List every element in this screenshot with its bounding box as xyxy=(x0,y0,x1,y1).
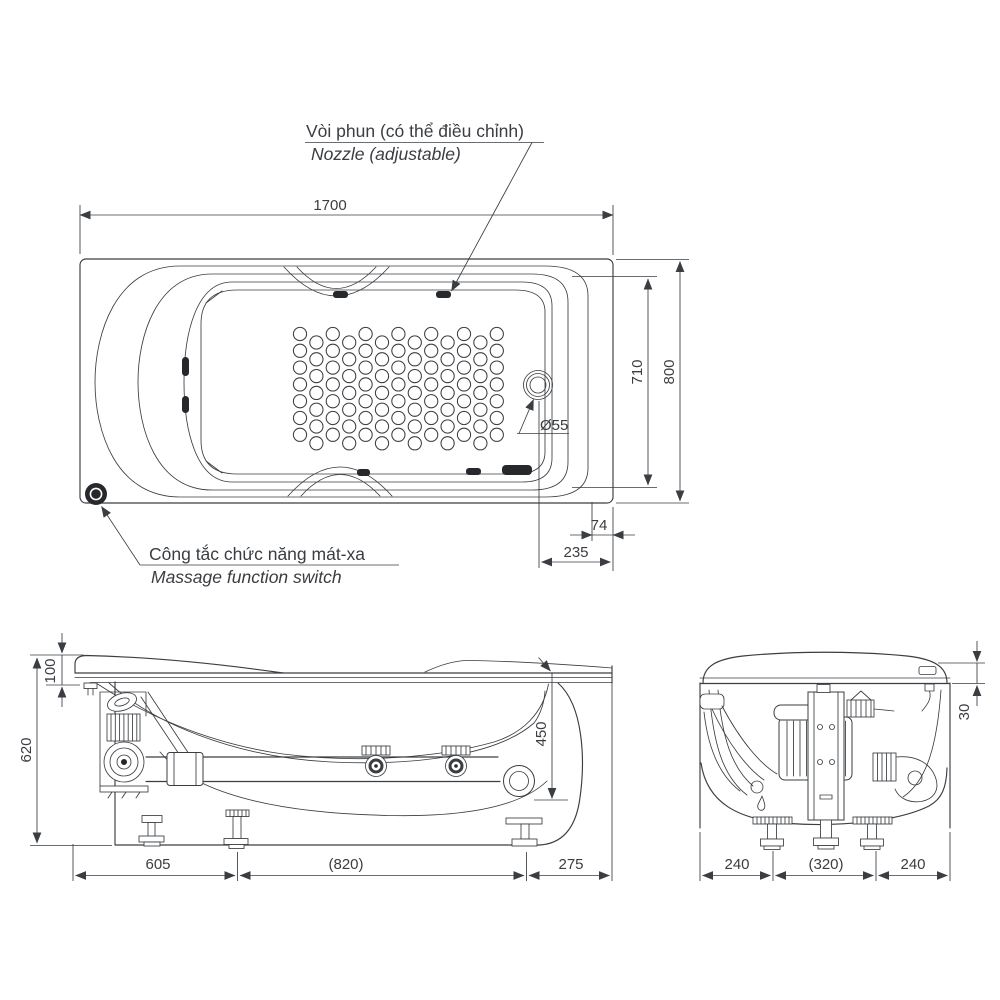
dim-overall-height: 620 xyxy=(18,737,35,762)
side-feet xyxy=(138,809,543,849)
nozzle-leader-line xyxy=(451,142,533,292)
shell-bottom-end xyxy=(700,762,948,826)
end-foot-center xyxy=(813,819,839,850)
foot-middle xyxy=(223,809,250,849)
dim-drain-offset: 74 xyxy=(591,517,608,534)
dim-rim-height: 100 xyxy=(42,658,59,683)
mounting-bracket xyxy=(807,691,845,821)
end-view: 30 240 (320) 240 xyxy=(699,641,985,881)
pipe-elbow-right xyxy=(894,756,938,803)
jet-fitting-2 xyxy=(441,745,471,777)
side-view: 620 100 450 605 (820) 275 xyxy=(18,633,613,881)
massage-label-vi: Công tắc chức năng mát-xa xyxy=(149,543,365,564)
tub-outer-rim xyxy=(79,258,614,504)
pipe-coupling xyxy=(166,752,204,786)
tub-basin-top-edge xyxy=(137,273,569,491)
far-rim-profile xyxy=(424,660,613,673)
massage-switch-ring xyxy=(89,487,103,501)
plan-dimensions: 1700 710 800 Ø55 74 235 xyxy=(79,197,689,571)
drain xyxy=(523,370,553,400)
deck-bracket xyxy=(83,682,98,689)
jet-nozzle-back-upper xyxy=(182,357,189,376)
dim-span-center: (820) xyxy=(328,856,363,873)
tub-basin-floor xyxy=(200,289,546,475)
foot-right xyxy=(505,817,543,847)
pump-assembly xyxy=(99,691,192,799)
dim-drain-position: 235 xyxy=(563,544,588,561)
end-foot-left xyxy=(752,816,793,850)
massage-switch xyxy=(85,483,107,505)
apron-outline xyxy=(114,681,583,846)
seat-corner-cuts xyxy=(205,290,223,474)
drain-hole xyxy=(529,376,547,394)
dim-end-span-right: 240 xyxy=(900,856,925,873)
drain-outer-ring xyxy=(523,370,553,400)
piping xyxy=(145,745,535,797)
grip-recess-bottom xyxy=(287,466,393,497)
jet-nozzle-back-lower xyxy=(182,396,189,413)
jet-fitting-1 xyxy=(361,745,391,777)
pump-base xyxy=(99,785,149,793)
top-pipe-stub xyxy=(816,684,831,693)
side-outlines xyxy=(74,654,613,846)
plan-view: 1700 710 800 Ø55 74 235 Vòi phun (có thể… xyxy=(79,121,689,587)
tub-rim-inner-edge xyxy=(94,265,589,498)
dim-drain-diameter: Ø55 xyxy=(540,417,568,434)
drip-drop xyxy=(757,795,766,811)
dim-rim-thickness: 30 xyxy=(956,704,973,721)
end-dimensions: 30 240 (320) 240 xyxy=(699,641,985,881)
massage-switch-button xyxy=(85,483,107,505)
massage-label-en: Massage function switch xyxy=(151,567,342,587)
backrest-profile xyxy=(74,654,284,674)
dim-overall-width: 800 xyxy=(661,359,678,384)
shell-bottom xyxy=(159,751,548,817)
overflow-fitting xyxy=(918,666,937,675)
tub-basin-wall xyxy=(183,281,553,483)
side-dimensions: 620 100 450 605 (820) 275 xyxy=(18,633,613,881)
dim-span-left: 605 xyxy=(145,856,170,873)
foot-left xyxy=(138,815,165,847)
dim-inner-width: 710 xyxy=(629,359,646,384)
jet-nozzle-bottom-left xyxy=(357,469,370,476)
anti-slip-dots xyxy=(292,326,504,451)
basin-profile-1 xyxy=(95,682,549,760)
end-feet xyxy=(752,816,893,850)
basin-profile-2 xyxy=(108,682,546,764)
jet-nozzle-top-right xyxy=(436,291,451,298)
dim-length: 1700 xyxy=(313,197,346,214)
plan-annotations: Vòi phun (có thể điều chỉnh) Nozzle (adj… xyxy=(101,121,544,587)
end-foot-right xyxy=(852,816,893,850)
pipe-elbow-left xyxy=(699,693,725,710)
nozzle-label-en: Nozzle (adjustable) xyxy=(311,144,461,164)
dim-end-span-left: 240 xyxy=(724,856,749,873)
jet-nozzles xyxy=(182,291,532,476)
hose-hook xyxy=(750,780,764,794)
rim-dome xyxy=(702,651,948,684)
drain-fitting-side xyxy=(503,765,535,797)
suction-grate xyxy=(502,465,532,475)
tub-outlines xyxy=(79,258,614,504)
dim-end-span-center: (320) xyxy=(808,856,843,873)
dim-span-right: 275 xyxy=(558,856,583,873)
nozzle-label-vi: Vòi phun (có thể điều chỉnh) xyxy=(306,121,524,141)
massage-leader-line xyxy=(101,506,141,566)
drain-mid-ring xyxy=(526,373,550,397)
end-pump-assembly xyxy=(699,684,938,821)
pump-cap xyxy=(107,692,137,712)
dim-depth: 450 xyxy=(533,721,550,746)
jet-nozzle-bottom-right xyxy=(466,468,481,475)
top-valve xyxy=(846,699,875,718)
coupling-right xyxy=(872,752,897,782)
jet-nozzle-top-left xyxy=(333,291,348,298)
